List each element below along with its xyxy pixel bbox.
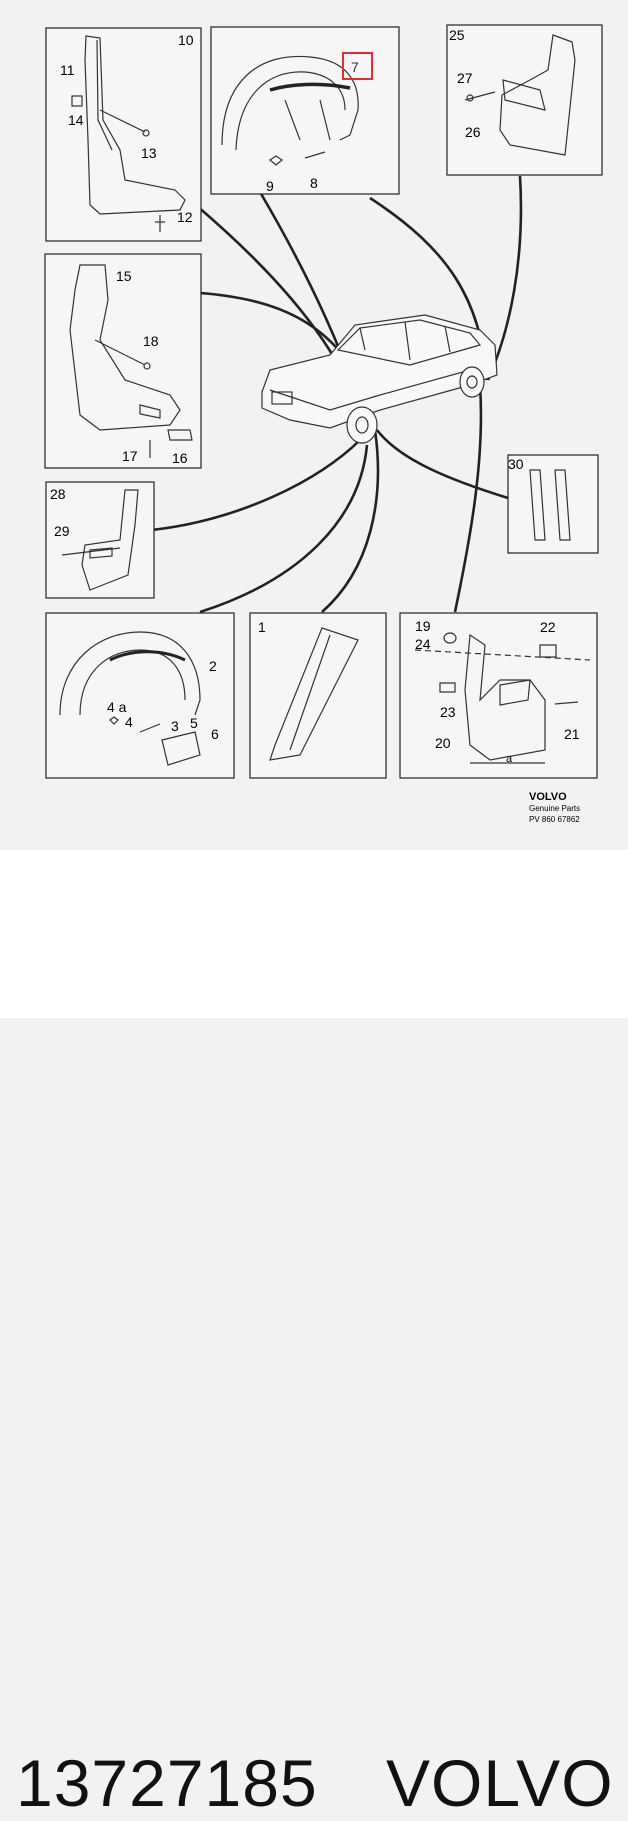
- callout-10: 10: [178, 32, 194, 48]
- callout-4a: 4 a: [107, 699, 127, 715]
- panel-mudflap-rear-2: 28 29: [45, 481, 155, 599]
- footer: 13727185 VOLVO: [0, 850, 628, 1820]
- callout-25: 25: [449, 27, 465, 43]
- brand-name: VOLVO: [386, 1746, 614, 1820]
- callout-29: 29: [54, 523, 70, 539]
- car-illustration: [261, 314, 498, 444]
- panel-mudflap-side: 15 16 17 18: [44, 253, 202, 469]
- callout-19: 19: [415, 618, 431, 634]
- panel-mudflap-rear: 25 26 27: [446, 24, 603, 176]
- panel-wheel-arch-liner-front: 7 8 9: [210, 26, 400, 195]
- callout-9: 9: [266, 178, 274, 194]
- parts-diagram: 10 11 12 13 14 7 8 9 25 26 27: [0, 0, 628, 850]
- stamp-line-1: Genuine Parts: [529, 804, 580, 813]
- callout-7: 7: [351, 59, 359, 75]
- callout-15: 15: [116, 268, 132, 284]
- callout-21: 21: [564, 726, 580, 742]
- callout-1: 1: [258, 619, 266, 635]
- callout-30: 30: [508, 456, 524, 472]
- callout-23: 23: [440, 704, 456, 720]
- callout-22: 22: [540, 619, 556, 635]
- highlight-box-7: [342, 52, 373, 80]
- callout-2: 2: [209, 658, 217, 674]
- stamp-line-2: PV 860 67862: [529, 815, 580, 824]
- callout-20: 20: [435, 735, 451, 751]
- callout-28: 28: [50, 486, 66, 502]
- callout-6: 6: [211, 726, 219, 742]
- callout-11: 11: [60, 62, 75, 78]
- callout-13: 13: [141, 145, 157, 161]
- stamp-brand: VOLVO: [529, 791, 567, 803]
- panel-mudflap-kit: 19 20 21 22 23 24 a: [399, 612, 598, 779]
- callout-8: 8: [310, 175, 318, 191]
- callout-5: 5: [190, 715, 198, 731]
- genuine-parts-stamp: VOLVO Genuine Parts PV 860 67862: [529, 791, 580, 824]
- callout-16: 16: [172, 450, 188, 466]
- callout-14: 14: [68, 112, 84, 128]
- callout-26: 26: [465, 124, 481, 140]
- dimension-label: a: [506, 753, 513, 765]
- callout-27: 27: [457, 70, 473, 86]
- connector-lines: [151, 175, 523, 614]
- callout-4: 4: [125, 714, 133, 730]
- panel-trim-strips: 30: [507, 454, 599, 554]
- callout-3: 3: [171, 718, 179, 734]
- panel-sill-strip: 1: [249, 612, 387, 779]
- callout-17: 17: [122, 448, 138, 464]
- panel-mudflap-front-inner: 10 11 12 13 14: [45, 27, 202, 242]
- part-number: 13727185: [16, 1746, 318, 1820]
- callout-24: 24: [415, 636, 431, 652]
- callout-12: 12: [177, 209, 193, 225]
- panel-wheel-arch-liner-rear: 2 3 4 4 a 5 6: [45, 612, 235, 779]
- callout-18: 18: [143, 333, 159, 349]
